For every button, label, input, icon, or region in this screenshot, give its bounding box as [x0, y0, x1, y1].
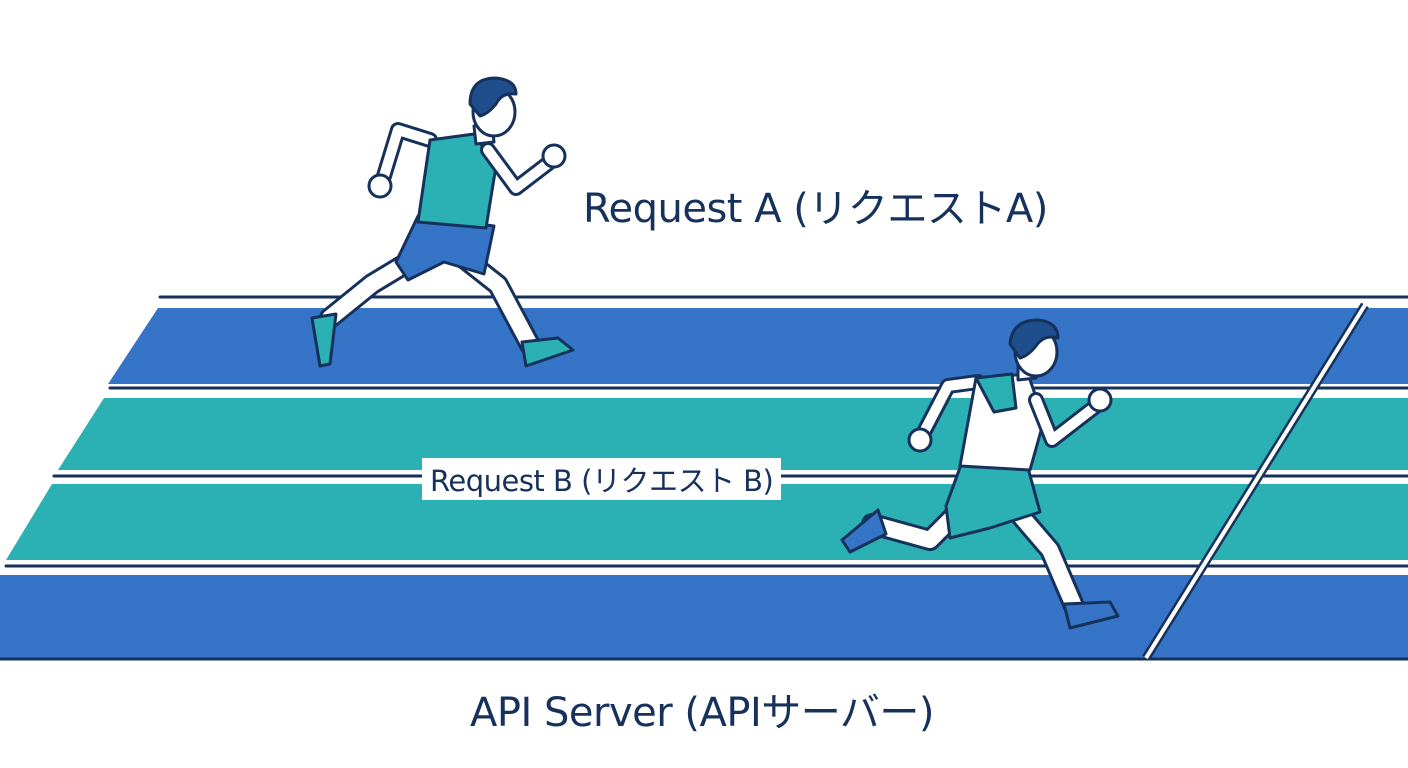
race-track [0, 295, 1408, 661]
runner-a-icon [310, 76, 575, 368]
finish-line [1142, 302, 1369, 661]
request-a-label: Request A (リクエストA) [583, 186, 1048, 232]
request-b-label: Request B (リクエスト B) [422, 458, 782, 500]
runner-b-icon [840, 318, 1120, 630]
api-server-label: API Server (APIサーバー) [470, 690, 934, 736]
lane-top-blue [108, 308, 1408, 384]
lane-teal-lower [6, 484, 1408, 560]
lane-bottom-blue [0, 575, 1408, 658]
